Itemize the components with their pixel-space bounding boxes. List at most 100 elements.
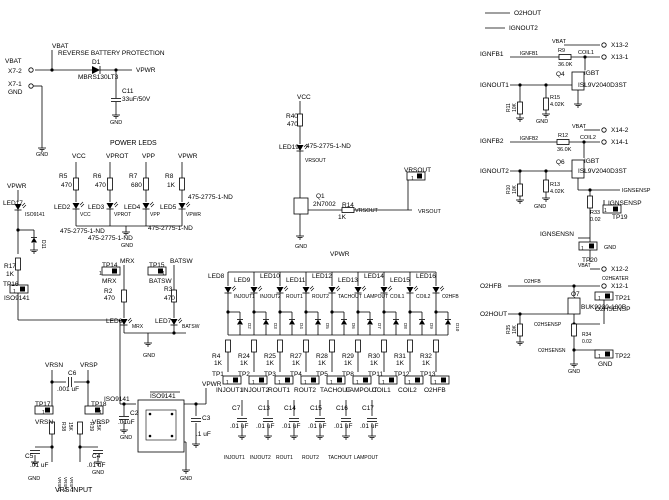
test-point-tp14[interactable]: [101, 266, 121, 276]
connector-x7-1[interactable]: [28, 83, 34, 89]
connector-x12-2[interactable]: [601, 266, 607, 272]
net-2: VPP: [142, 153, 155, 160]
led-label-1: LED3: [88, 204, 105, 211]
ground-symbol: [94, 461, 102, 466]
test-point-out-2[interactable]: [274, 375, 294, 385]
connector-x7-2[interactable]: [28, 67, 34, 73]
battery-protection-title: REVERSE BATTERY PROTECTION: [58, 50, 165, 57]
ground-symbol: [342, 435, 350, 440]
wires-layer: [16, 12, 620, 470]
connector-x13-1[interactable]: [601, 54, 607, 60]
junction-dot: [382, 310, 386, 314]
ground-symbol: [192, 443, 200, 448]
x14-2-label: X14-2: [611, 127, 629, 134]
r14-value: 1K: [338, 214, 347, 221]
resistor-r2: [121, 289, 127, 303]
led-label-0: LED2: [54, 204, 71, 211]
junction-dot: [544, 169, 548, 173]
cap-out-label-0: C7: [232, 405, 241, 412]
led19-label: LED19: [279, 144, 299, 151]
resistor-3: [179, 177, 185, 191]
test-point-tp18[interactable]: [84, 405, 104, 415]
net-o2hout: O2HOUT: [514, 10, 541, 17]
test-point-tp21[interactable]: [594, 291, 614, 301]
tp-out-label-0: TP1: [212, 371, 224, 378]
test-point-out-1[interactable]: [248, 375, 268, 385]
tvs-diode-out-4: [341, 319, 347, 325]
tp17-pin: 1: [42, 410, 45, 416]
connector-x7-2-label: X7-2: [8, 68, 22, 75]
net-vbat-label: VBAT: [5, 58, 22, 65]
c5-label: C5: [25, 453, 34, 460]
ground-symbol: [120, 429, 128, 434]
net-ignsensp: IGNSENSP: [622, 188, 651, 194]
r35-value: 10K: [512, 324, 518, 334]
c6-value: .001 uF: [57, 386, 79, 393]
ground-symbol: [368, 435, 376, 440]
led-6: [120, 317, 133, 326]
resistor-r38: [49, 421, 55, 435]
led-out-label-8: LED16: [416, 273, 436, 280]
test-point-tp22[interactable]: [594, 349, 614, 359]
test-point-out-8[interactable]: [430, 375, 450, 385]
junction-dot: [434, 310, 438, 314]
resistor-out-value-0: 1K: [214, 360, 223, 367]
test-point-out-0[interactable]: [222, 375, 242, 385]
test-point-out-4[interactable]: [326, 375, 346, 385]
r2-value: 470: [104, 295, 115, 302]
led-net-2: VPP: [150, 212, 161, 218]
resistor-out-label-1: R24: [238, 353, 250, 360]
q1-part: 2N7002: [313, 201, 336, 208]
led7-label: LED7: [155, 318, 172, 325]
resistor-out-2: [277, 339, 283, 353]
resistor-out-5: [355, 339, 361, 353]
test-point-vrsout[interactable]: [406, 171, 426, 181]
junction-dot: [16, 228, 20, 232]
junction-dot: [304, 310, 308, 314]
connector-x14-1[interactable]: [601, 139, 607, 145]
resistor-out-value-1: 1K: [240, 360, 249, 367]
diode-out-label-4: D6: [351, 323, 356, 329]
test-point-tp15[interactable]: [147, 266, 167, 276]
test-point-tp16[interactable]: [9, 284, 29, 294]
igbt-q6: [571, 159, 585, 179]
junction-dot: [583, 55, 587, 59]
test-point-tp17[interactable]: [34, 405, 54, 415]
led-19: [296, 143, 309, 152]
tp21-label: TP21: [615, 295, 631, 302]
tvs-diode-out-3: [315, 319, 321, 325]
connector-x12-1[interactable]: [601, 283, 607, 289]
cap-out-value-3: .01 uF: [308, 423, 326, 430]
test-point-tp20[interactable]: [578, 241, 598, 251]
test-point-out-6[interactable]: [378, 375, 398, 385]
led-17: [14, 202, 27, 211]
cap-out-net-0: INJOUT1: [224, 455, 245, 461]
led-1: [106, 201, 119, 210]
connector-x14-2[interactable]: [601, 127, 607, 133]
net-vrsp: VRSP: [80, 362, 98, 369]
net-1: VPROT: [106, 153, 128, 160]
net-o2hfb: O2HFB: [480, 283, 502, 290]
cap-out-value-5: .01 uF: [360, 423, 378, 430]
net-o2heater: O2HEATER: [602, 276, 629, 282]
net-vpwr-outputs: VPWR: [330, 251, 350, 258]
tp14-label: TP14: [102, 262, 118, 269]
ground-symbol: [31, 461, 39, 466]
junction-dot: [50, 445, 54, 449]
gnd-label: GND: [36, 152, 48, 158]
vrsn1-label: VRSN1: [57, 477, 62, 493]
r33-value: 0.02: [590, 217, 601, 223]
test-point-out-5[interactable]: [352, 375, 372, 385]
led-out-label-2: LED10: [260, 273, 280, 280]
test-point-out-7[interactable]: [404, 375, 424, 385]
resistor-label-1: R6: [93, 173, 102, 180]
test-point-out-3[interactable]: [300, 375, 320, 385]
resistor-out-label-7: R31: [394, 353, 406, 360]
net-vpwr-iso: VPWR: [202, 381, 222, 388]
connector-x13-2[interactable]: [601, 42, 607, 48]
led19-part: 475-2775-1-ND: [306, 143, 351, 150]
tp17-label: TP17: [35, 401, 51, 408]
gnd-label: GND: [604, 245, 616, 251]
net-ignout1: IGNOUT1: [480, 82, 509, 89]
test-point-tp19[interactable]: [602, 204, 622, 214]
